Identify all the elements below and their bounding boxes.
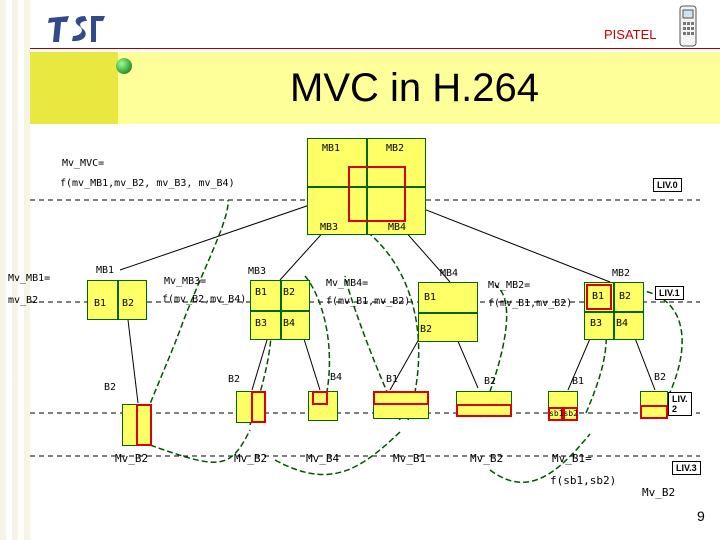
phone-icon (674, 2, 702, 50)
l2-label-4: B1 (386, 374, 399, 385)
level-label-3: LIV.3 (672, 461, 701, 475)
logo (45, 8, 105, 46)
l1-mb2-b2: B2 (619, 291, 632, 302)
l1-mb3-eq: Mv_MB3= (164, 276, 207, 287)
l3-label-3: Mv_B4 (306, 452, 340, 465)
l2-label-1: B2 (104, 382, 117, 393)
l1-mb2-formula: f(mv_B1,mv_B2) (488, 298, 573, 309)
l3-label-6: Mv_B1= (552, 452, 592, 465)
l1-mb2-title: MB2 (612, 268, 631, 279)
l1-mb2-red-b1 (586, 284, 612, 310)
l3-label-2: Mv_B2 (234, 452, 268, 465)
mvc-formula: f(mv_MB1,mv_B2, mv_B3, mv_B4) (60, 178, 235, 189)
l1-mb4-title: MB4 (440, 268, 459, 279)
mb-grid-hline (307, 186, 426, 188)
l1-mb1-val: mv_B2 (8, 295, 39, 306)
l1-mb4-hdiv (418, 312, 478, 314)
l1-mb2-b4: B4 (616, 318, 629, 329)
l3-label-5: Mv_B2 (470, 452, 504, 465)
l2-red-6b (563, 407, 578, 421)
l1-mb1-b1: B1 (94, 298, 107, 309)
top-mb4-label: MB4 (388, 222, 407, 233)
l1-mb2-eq: Mv_MB2= (488, 280, 531, 291)
bullet-icon (116, 58, 132, 74)
l3-label-4: Mv_B1 (393, 452, 427, 465)
l3-label-7: Mv_B2 (642, 486, 676, 499)
l1-mb4-b2: B2 (420, 324, 433, 335)
mvc-red-block (348, 166, 406, 222)
l1-mb4-b1: B1 (424, 292, 437, 303)
l1-mb1-eq: Mv_MB1= (8, 273, 51, 284)
l1-mb1-divider (117, 280, 119, 320)
l2-label-2: B2 (228, 374, 241, 385)
l1-mb3-hdiv (250, 310, 310, 312)
l2-label-6: B1 (572, 376, 585, 387)
title-band-left-stripe (30, 52, 118, 124)
l1-mb2-b1: B1 (592, 291, 605, 302)
l1-mb1-title: MB1 (96, 265, 115, 276)
l1-mb4-formula: f(mv_B1,mv_B2) (326, 296, 411, 307)
title-band (30, 52, 720, 124)
l2-red-5 (456, 404, 512, 417)
l1-mb3-title: MB3 (248, 266, 267, 277)
l2-red-4 (373, 391, 429, 405)
l1-mb2-b3: B3 (590, 318, 603, 329)
l1-mb2-hdiv (584, 311, 644, 313)
l2-block-6 (548, 391, 578, 421)
level-label-1: LIV.1 (655, 286, 684, 300)
top-mb3-label: MB3 (320, 222, 339, 233)
l3-label-6b: f(sb1,sb2) (550, 474, 617, 487)
l2-label-3: B4 (330, 372, 343, 383)
l2-label-7: B2 (654, 372, 667, 383)
l2-label-5: B2 (484, 376, 497, 387)
l2-red-6a (548, 407, 563, 421)
l2-block-4 (373, 391, 429, 419)
l1-mb3-b3: B3 (255, 318, 268, 329)
level-label-2: LIV. 2 (668, 392, 692, 416)
l1-mb1-b2: B2 (122, 298, 135, 309)
header-rule (30, 48, 720, 49)
l1-mb3-b1: B1 (255, 287, 268, 298)
l1-mb3-b2: B2 (283, 287, 296, 298)
top-mb2-label: MB2 (386, 143, 405, 154)
page-title: MVC in H.264 (290, 66, 539, 110)
brand-label: PISATEL (604, 27, 657, 42)
l2-sb-label: sb1sb2 (549, 409, 578, 418)
top-mb1-label: MB1 (322, 143, 341, 154)
page-number: 9 (697, 508, 705, 524)
l2-red-7 (640, 405, 668, 419)
l3-label-1: Mv_B2 (115, 452, 149, 465)
l2-red-2 (251, 391, 266, 423)
l1-mb3-b4: B4 (283, 318, 296, 329)
l2-red-3 (312, 391, 328, 405)
l1-mb3-formula: f(mv_B2,mv_B4) (162, 294, 247, 305)
l1-mb4-eq: Mv_MB4= (326, 278, 369, 289)
l2-red-1 (136, 404, 152, 446)
level-label-0: LIV.0 (653, 178, 682, 192)
mvc-eq-label: Mv_MVC= (62, 158, 105, 169)
side-pattern (0, 0, 30, 540)
